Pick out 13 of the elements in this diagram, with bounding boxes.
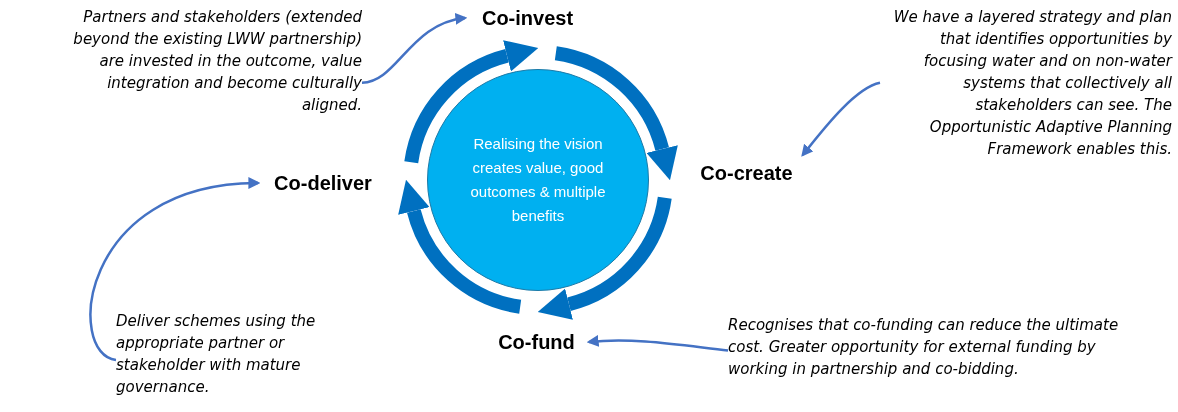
annotation-text: Recognises that co-funding can reduce the ultimate cost. Greater opportunity for external funding by working in partnership and co-bidding. xyxy=(728,315,1120,380)
arrow xyxy=(361,13,468,84)
stage-label: Co-deliver xyxy=(274,171,372,196)
arrow xyxy=(89,177,261,362)
annotation-text: Partners and stakeholders (extended beyond the existing LWW partnership) are invested in the outcome, value integration and become culturally aligned. xyxy=(72,7,362,116)
annotation-text: Deliver schemes using the appropriate partner or stakeholder with mature governance. xyxy=(116,311,317,398)
annotation-text: We have a layered strategy and plan that identifies opportunities by focusing water and on non-water systems that collectively all stakeholders can see. The Opportunistic Adaptive Planning Framework enables this. xyxy=(892,7,1172,160)
stage-label: Co-create xyxy=(700,161,793,186)
stage-label: Co-invest xyxy=(481,6,574,31)
center-text: Realising the vision creates value, good outcomes & multiple benefits xyxy=(469,134,607,226)
arrow xyxy=(586,335,729,352)
stage-label: Co-fund xyxy=(498,330,575,355)
arrow xyxy=(801,81,881,157)
